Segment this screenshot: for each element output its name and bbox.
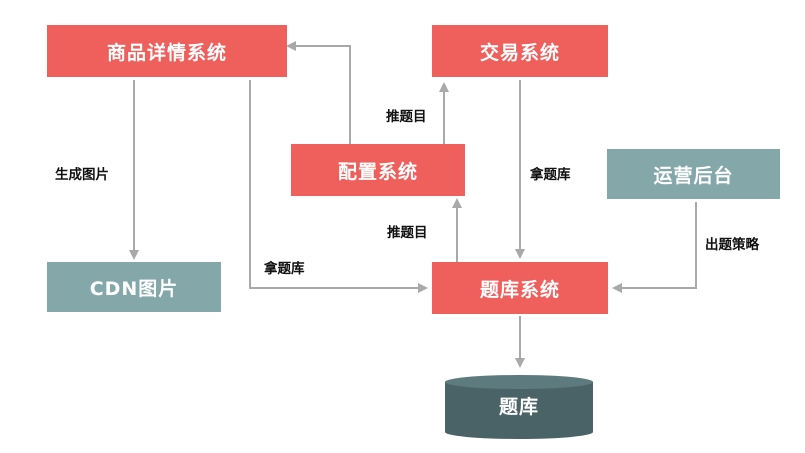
node-label: 配置系统	[337, 160, 418, 183]
edge-detail-to-bank	[249, 80, 428, 293]
node-config-system: 配置系统	[291, 144, 465, 196]
node-label: 交易系统	[479, 41, 560, 64]
edge-label-issue-strategy: 出题策略	[705, 237, 759, 253]
edge-label-fetch-bank: 拿题库	[264, 261, 305, 277]
edge-label-push-questions: 推题目	[386, 109, 427, 125]
edge-label-fetch-bank: 拿题库	[530, 167, 571, 183]
node-question-bank-system: 题库系统	[432, 262, 608, 314]
node-label: 商品详情系统	[106, 41, 227, 64]
node-cdn-images: CDN图片	[47, 262, 221, 312]
edge-config-to-detail	[286, 41, 351, 144]
node-label: CDN图片	[89, 277, 179, 300]
node-question-bank-db: 题库	[498, 396, 539, 418]
edge-label-push-questions: 推题目	[387, 225, 428, 241]
node-trade-system: 交易系统	[432, 25, 608, 77]
database-cylinder	[445, 375, 593, 439]
edge-label-generate-image: 生成图片	[55, 167, 109, 183]
node-ops-backend: 运营后台	[607, 149, 780, 199]
node-label: 运营后台	[653, 164, 734, 187]
edge-ops-to-bank	[612, 202, 697, 293]
node-product-detail-system: 商品详情系统	[47, 25, 287, 77]
node-label: 题库系统	[479, 278, 560, 301]
